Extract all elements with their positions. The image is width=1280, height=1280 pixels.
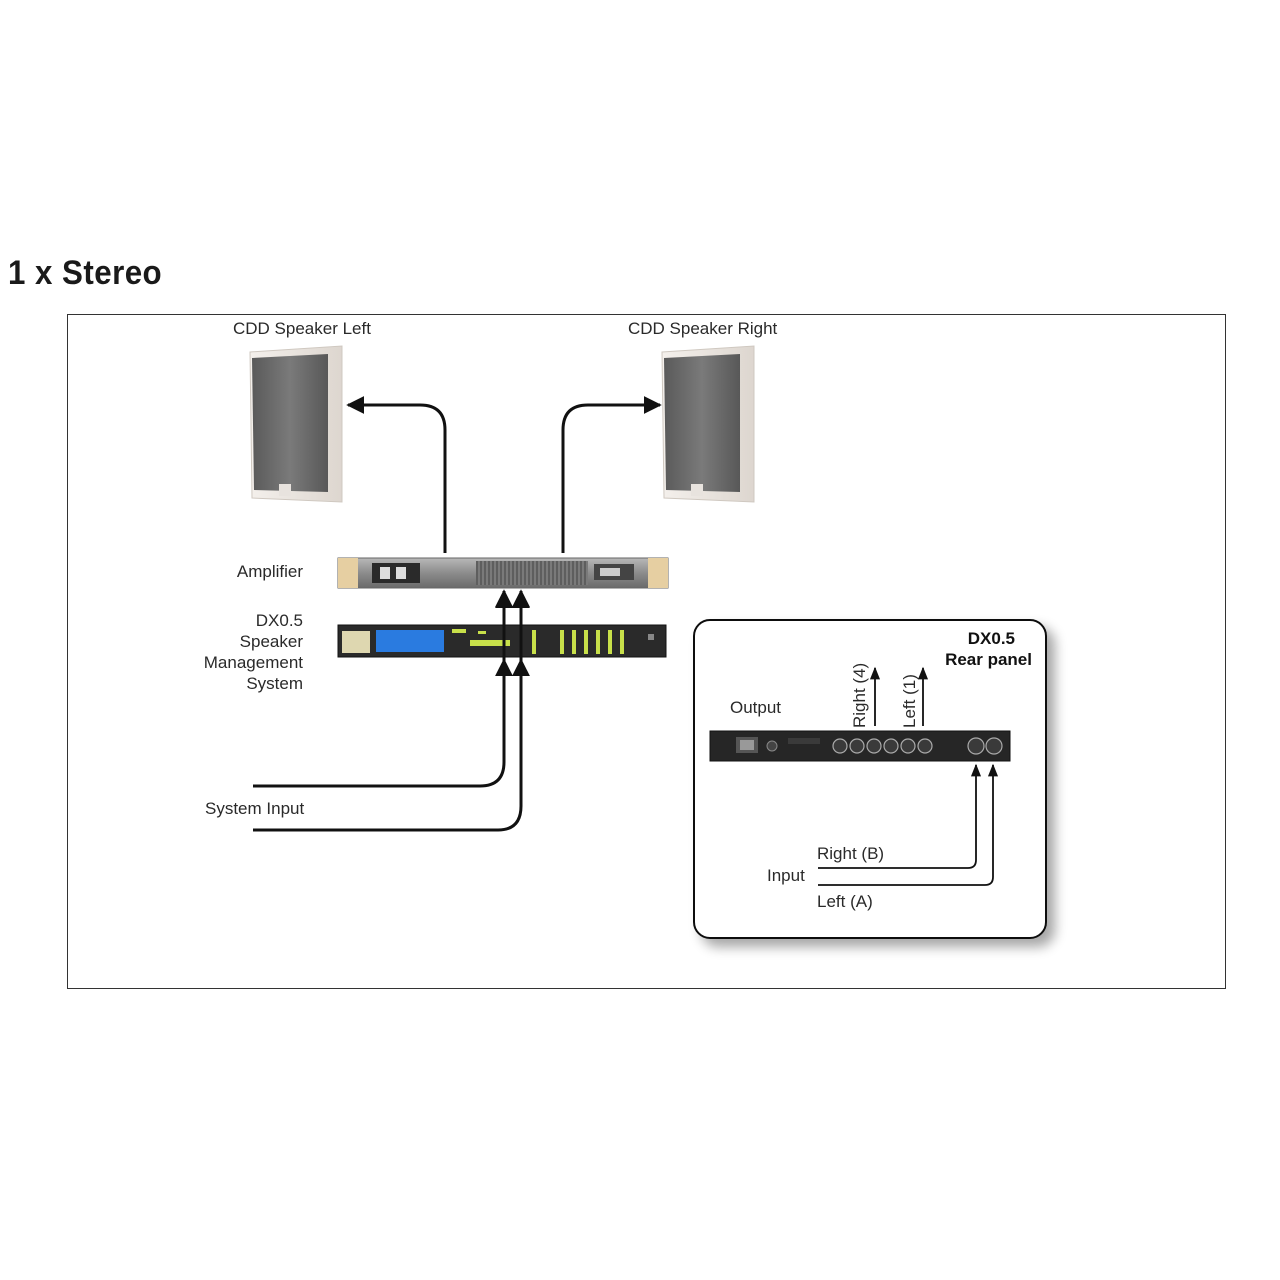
dx05-label-line1: DX0.5	[255, 611, 303, 630]
rear-panel-title-line1: DX0.5	[967, 629, 1015, 648]
amplifier-unit	[337, 557, 669, 589]
speaker-left-label: CDD Speaker Left	[233, 319, 371, 338]
output-label: Output	[730, 698, 782, 717]
system-input-label: System Input	[205, 799, 305, 818]
diagram-title: 1 x Stereo	[8, 254, 163, 292]
right-output-label: Right (4)	[850, 662, 869, 728]
rear-panel-inset	[693, 619, 1047, 939]
dx05-label-line4: System	[246, 674, 303, 693]
speaker-left	[249, 345, 343, 503]
speaker-right-label: CDD Speaker Right	[628, 319, 778, 338]
left-input-label: Left (A)	[817, 892, 873, 911]
input-label: Input	[767, 866, 805, 885]
signal-lines	[253, 396, 662, 832]
dx05-label-line2: Speaker	[239, 632, 303, 651]
amplifier-label: Amplifier	[236, 562, 303, 581]
right-input-label: Right (B)	[817, 844, 885, 863]
left-output-label: Left (1)	[900, 674, 919, 728]
speaker-right	[661, 345, 755, 503]
diagram-frame	[67, 314, 1226, 989]
dx05-label-line3: Management	[203, 653, 303, 672]
rear-panel-title-line2: Rear panel	[945, 650, 1032, 669]
dx05-front-unit	[337, 624, 667, 658]
